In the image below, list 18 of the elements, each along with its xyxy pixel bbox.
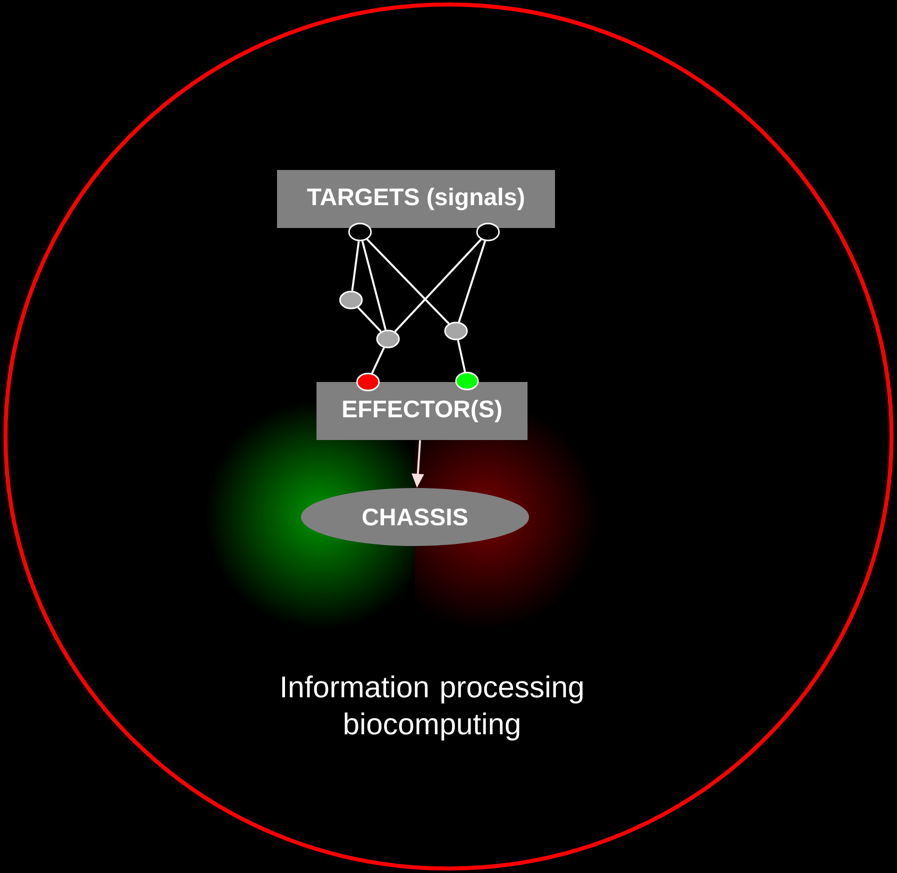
node-circle [339, 290, 363, 310]
connector-line [371, 347, 385, 374]
node-circle [455, 372, 479, 390]
node-circle [356, 372, 380, 392]
node-circle [444, 322, 468, 340]
connector-line [361, 240, 387, 330]
connector-line [457, 340, 466, 372]
node-circle [476, 222, 500, 242]
connector-line [366, 238, 450, 324]
connector-line [458, 240, 486, 322]
node-circle [348, 222, 372, 242]
node-circle [376, 330, 400, 348]
label-box: EFFECTOR(S) [316, 382, 528, 440]
cell-label: Information processing biocomputing [282, 676, 583, 740]
label-box: TARGETS (signals) [277, 170, 555, 228]
connector-line [357, 306, 382, 332]
connector-line [351, 241, 360, 291]
connector-line [394, 238, 482, 332]
